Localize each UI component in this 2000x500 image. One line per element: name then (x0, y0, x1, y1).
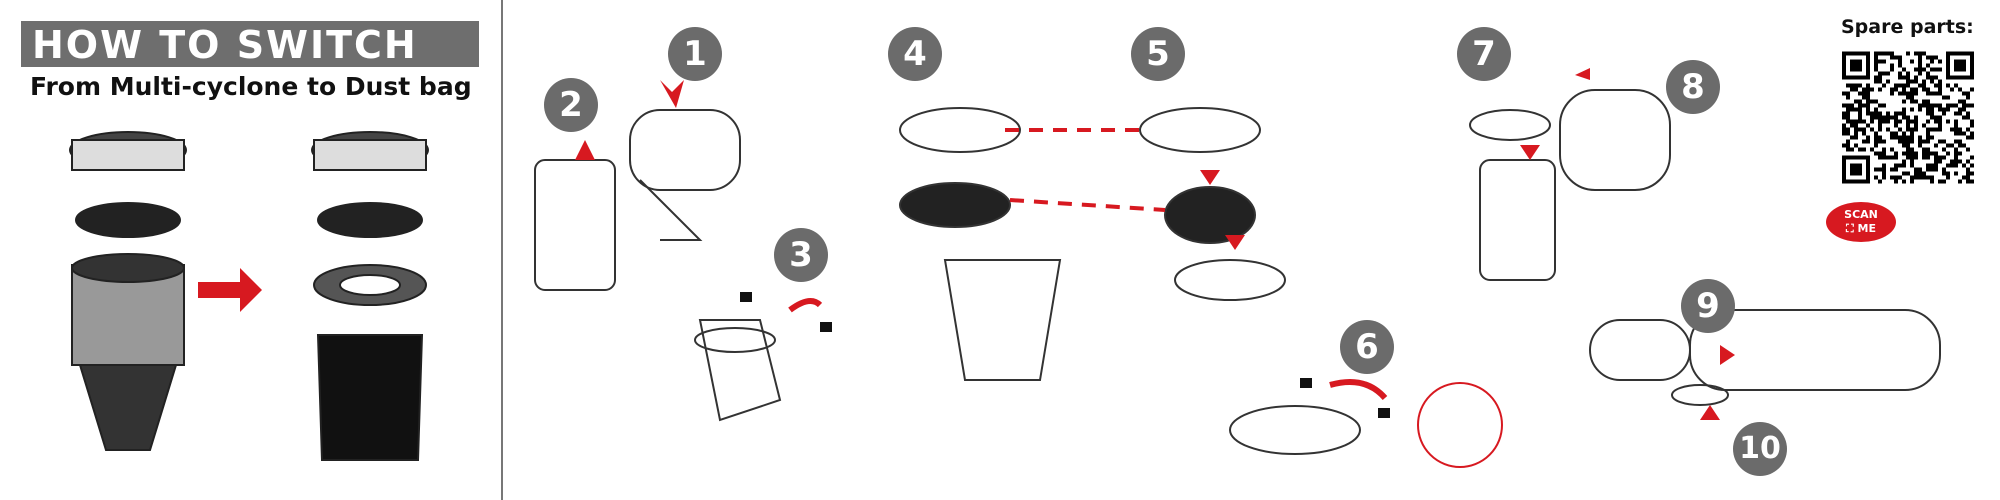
vacuum-steps-art (534, 89, 1941, 468)
lock-icon (1378, 408, 1390, 418)
spare-parts-label: Spare parts: (1841, 16, 1974, 38)
step-3-badge: 3 (774, 228, 828, 282)
step-1-badge: 1 (668, 27, 722, 81)
step-6-badge: 6 (1340, 320, 1394, 374)
step-7-badge: 7 (1457, 27, 1511, 81)
page-subtitle: From Multi-cyclone to Dust bag (30, 72, 472, 101)
unlock-icon (740, 292, 752, 302)
step-4-badge: 4 (888, 27, 942, 81)
lock-icon (820, 322, 832, 332)
qr-code[interactable] (1842, 50, 1974, 185)
step-5-badge: 5 (1131, 27, 1185, 81)
dust-bag-stack (311, 131, 429, 461)
title-banner (21, 21, 479, 67)
red-arrows (575, 68, 1735, 420)
step-8-badge: 8 (1666, 60, 1720, 114)
step-9-badge: 9 (1681, 279, 1735, 333)
scan-me-badge: SCAN ⛶ ME (1826, 202, 1896, 242)
unlock-icon (1300, 378, 1312, 388)
divider (501, 0, 503, 500)
me-text: ⛶ ME (1846, 222, 1876, 235)
dashed-guides (1005, 128, 1166, 212)
step-10-badge: 10 (1733, 422, 1787, 476)
step-2-badge: 2 (544, 78, 598, 132)
page-title: HOW TO SWITCH (32, 23, 418, 67)
scan-text: SCAN (1844, 208, 1878, 221)
lock-icons (740, 292, 1390, 418)
multi-cyclone-stack (69, 131, 187, 451)
arrow-right-icon (198, 268, 262, 312)
